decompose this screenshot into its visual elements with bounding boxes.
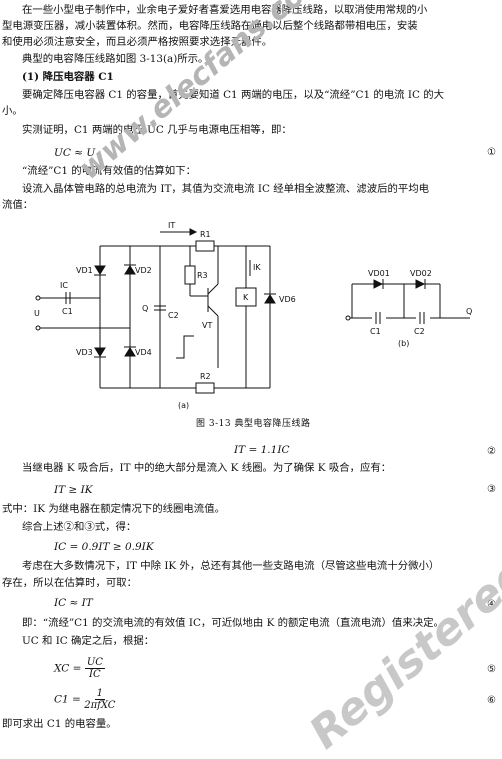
svg-text:VD02: VD02 <box>410 269 432 278</box>
svg-text:Q: Q <box>142 304 148 313</box>
svg-text:Q: Q <box>466 307 472 316</box>
svg-text:IK: IK <box>253 263 261 272</box>
svg-text:U: U <box>34 309 40 318</box>
svg-text:R3: R3 <box>197 271 208 280</box>
paragraph-line: 小。 <box>2 105 23 117</box>
equation-number: ⑥ <box>487 695 496 706</box>
svg-text:C1: C1 <box>370 327 381 336</box>
equation-4: IC = 0.9IT ≥ 0.9IK <box>54 541 154 553</box>
equation-5: IC ≈ IT <box>54 597 93 609</box>
paragraph-line: 在一些小型电子制作中，业余电子爱好者喜爱选用电容器降压线路，以取消使用常规的小 <box>22 4 428 16</box>
paragraph-line: 当继电器 K 吸合后，IT 中的绝大部分是流入 K 线圈。为了确保 K 吸合，应… <box>22 462 392 474</box>
svg-text:C2: C2 <box>168 311 179 320</box>
equation-number: ③ <box>487 484 496 495</box>
paragraph-line: 流值： <box>2 199 34 211</box>
paragraph-line: 和使用必须注意安全，而且必须严格按照要求选择元器件。 <box>2 36 273 48</box>
closing-line: 即可求出 C1 的电容量。 <box>2 718 117 730</box>
svg-text:R2: R2 <box>200 372 211 381</box>
paragraph-line: 实测证明，C1 两端的电压 UC 几乎与电源电压相等，即： <box>22 124 292 136</box>
svg-text:C2: C2 <box>414 327 425 336</box>
paragraph-line: 式中：IK 为继电器在额定情况下的线圈电流值。 <box>2 503 225 515</box>
svg-text:VT: VT <box>202 321 212 330</box>
paragraph-line: 考虑在大多数情况下，IT 中除 IK 外，总还有其他一些支路电流（尽管这些电流十… <box>22 560 440 572</box>
svg-text:VD6: VD6 <box>279 295 296 304</box>
paragraph-line: 存在，所以在估算时，可取： <box>2 577 138 589</box>
svg-text:(b): (b) <box>398 339 409 348</box>
equation-number: ② <box>487 446 496 457</box>
watermark: Registered <box>300 547 502 759</box>
svg-text:K: K <box>243 293 249 302</box>
svg-text:R1: R1 <box>200 230 211 239</box>
paragraph-line: 型电源变压器，减小装置体积。然而，电容降压线路在通电以后整个线路都带相电压，安装 <box>2 20 418 32</box>
svg-text:IT: IT <box>168 221 175 230</box>
figure-caption: 图 3-13 典型电容降压线路 <box>196 419 311 429</box>
paragraph-line: 综合上述②和③式，得： <box>22 521 137 533</box>
equation-number: ④ <box>487 599 496 610</box>
circuit-diagram: IT R1 VD1 VD2 R3 IK IC C1 Q C2 VT K VD6 … <box>34 221 472 410</box>
svg-text:VD01: VD01 <box>368 269 390 278</box>
svg-text:VD4: VD4 <box>135 348 152 357</box>
svg-text:VD3: VD3 <box>76 348 93 357</box>
equation-number: ① <box>487 147 496 158</box>
svg-text:IC: IC <box>60 281 68 290</box>
equation-number: ⑤ <box>487 664 496 675</box>
section-title: (1) 降压电容器 C1 <box>22 71 114 83</box>
intro-line: 典型的电容降压线路如图 3-13(a)所示。 <box>22 53 209 65</box>
equation-1: UC ≈ U <box>54 147 96 159</box>
svg-text:(a): (a) <box>178 401 189 410</box>
svg-text:VD2: VD2 <box>135 266 152 275</box>
equation-2: IT = 1.1IC <box>234 444 290 456</box>
svg-text:C1: C1 <box>62 307 73 316</box>
paragraph-line: 设流入晶体管电路的总电流为 IT，其值为交流电流 IC 经单相全波整流、滤波后的… <box>22 183 430 195</box>
paragraph-line: “流经”C1 的电流有效值的估算如下： <box>22 165 196 177</box>
svg-text:VD1: VD1 <box>76 266 93 275</box>
equation-3: IT ≥ IK <box>54 484 93 496</box>
paragraph-line: 要确定降压电容器 C1 的容量，首先要知道 C1 两端的电压，以及“流经”C1 … <box>22 89 444 101</box>
paragraph-line: UC 和 IC 确定之后，根据： <box>22 635 155 647</box>
paragraph-line: 即：“流经”C1 的交流电流的有效值 IC，可近似地由 K 的额定电流（直流电流… <box>22 617 444 629</box>
